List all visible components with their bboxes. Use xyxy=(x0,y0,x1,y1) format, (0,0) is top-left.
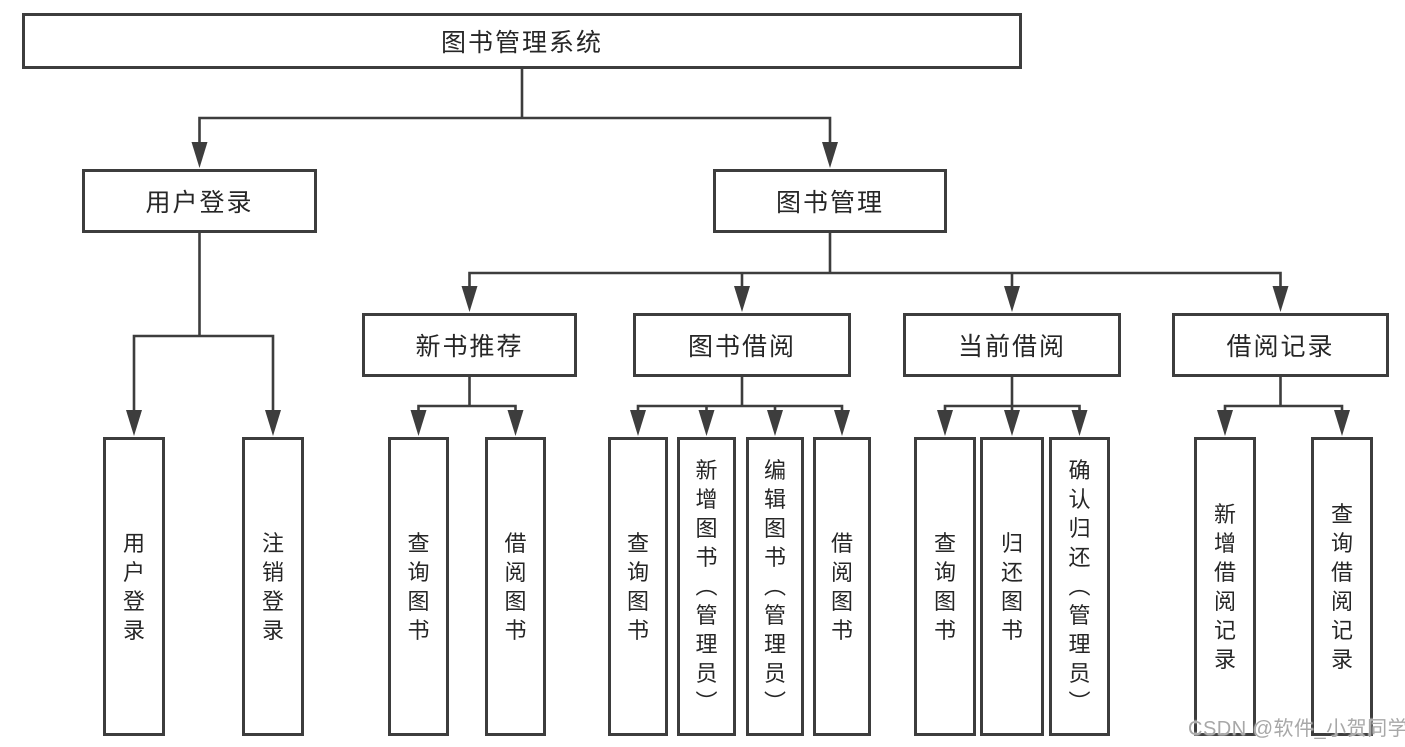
node-book-management: 图书管理 xyxy=(713,169,947,233)
node-user-login: 用户登录 xyxy=(82,169,317,233)
leaf-add-borrow-record: 新增借阅记录 xyxy=(1194,437,1256,736)
leaf-query-books-recommend: 查询图书 xyxy=(388,437,449,736)
leaf-logout: 注销登录 xyxy=(242,437,304,736)
leaf-query-books-borrowing: 查询图书 xyxy=(608,437,668,736)
leaf-query-borrow-record: 查询借阅记录 xyxy=(1311,437,1373,736)
leaf-confirm-return-admin: 确认归还︵管理员︶ xyxy=(1049,437,1110,736)
node-new-book-recommendation: 新书推荐 xyxy=(362,313,577,377)
leaf-add-books-admin: 新增图书︵管理员︶ xyxy=(677,437,736,736)
leaf-borrow-books-borrowing: 借阅图书 xyxy=(813,437,871,736)
leaf-edit-books-admin: 编辑图书︵管理员︶ xyxy=(746,437,804,736)
leaf-return-books: 归还图书 xyxy=(980,437,1044,736)
node-system-root: 图书管理系统 xyxy=(22,13,1022,69)
leaf-user-login: 用户登录 xyxy=(103,437,165,736)
node-book-borrowing: 图书借阅 xyxy=(633,313,851,377)
node-borrowing-records: 借阅记录 xyxy=(1172,313,1389,377)
leaf-borrow-books-recommend: 借阅图书 xyxy=(485,437,546,736)
node-current-borrowing: 当前借阅 xyxy=(903,313,1121,377)
leaf-query-books-current: 查询图书 xyxy=(914,437,976,736)
